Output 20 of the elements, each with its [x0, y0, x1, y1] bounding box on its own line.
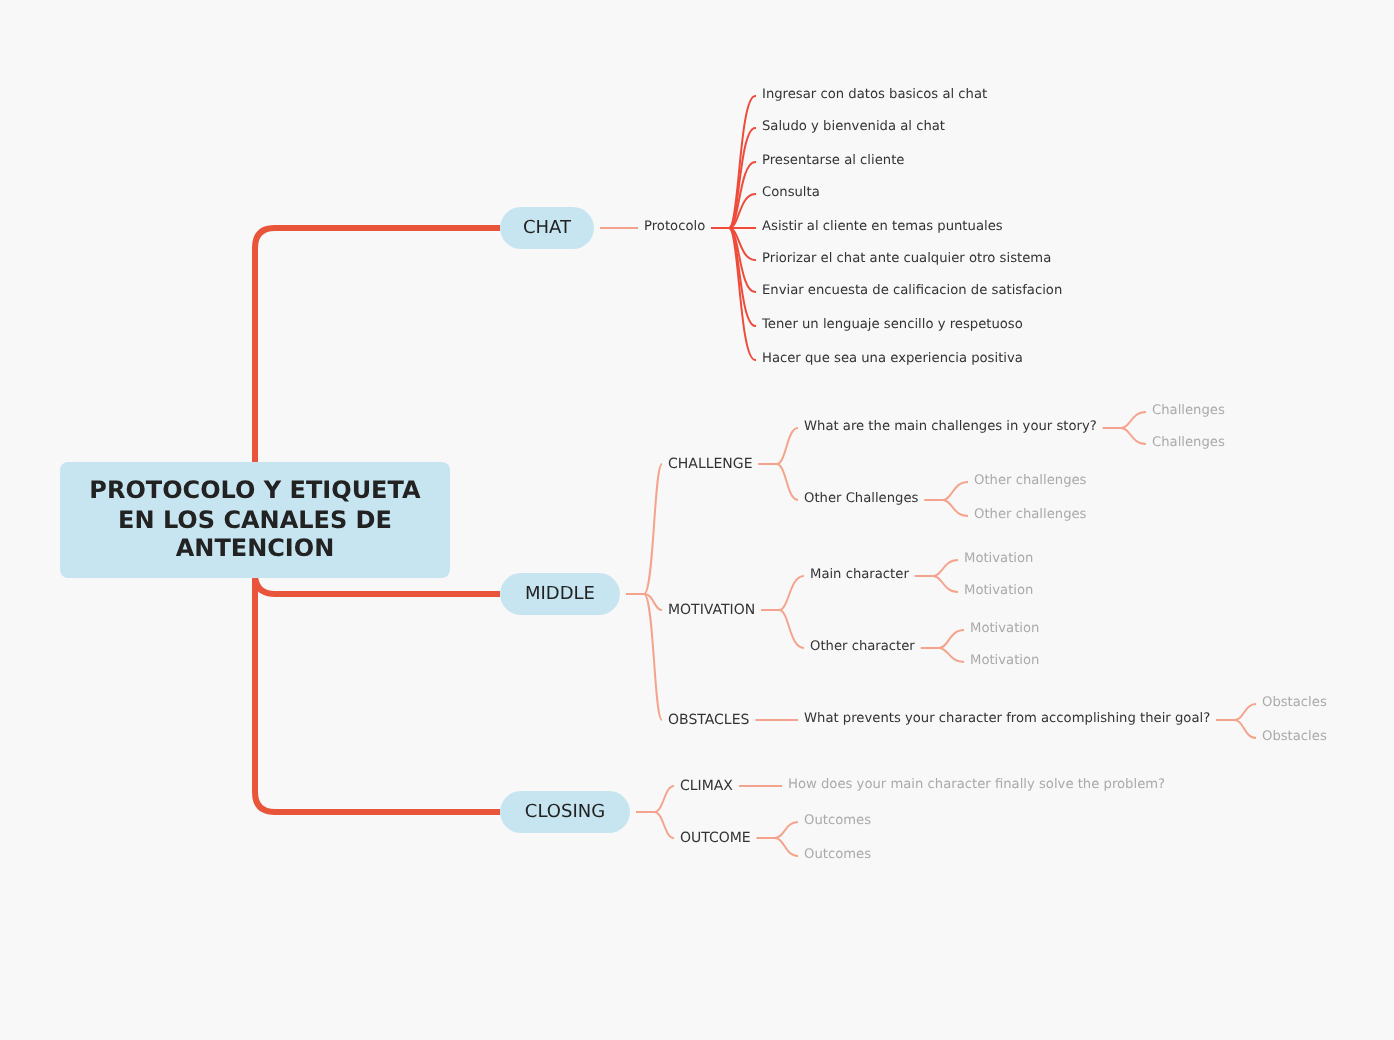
connector-line	[625, 593, 663, 721]
connector-line	[913, 575, 959, 593]
connector-line	[760, 609, 805, 649]
connector-line	[1215, 719, 1257, 739]
connector-line	[635, 811, 675, 839]
connector-line	[754, 719, 799, 721]
connector-line	[737, 785, 783, 787]
connector-line	[919, 647, 965, 663]
connector-line	[1101, 427, 1147, 445]
connector-line	[755, 837, 799, 857]
connector-line	[252, 225, 500, 462]
connector-line	[599, 227, 639, 229]
connector-line	[923, 499, 969, 517]
connector-line	[252, 578, 500, 815]
central-topic: PROTOCOLO Y ETIQUETA EN LOS CANALES DE ANTENCION	[60, 462, 450, 578]
branch-topic: MIDDLE	[500, 573, 620, 615]
connector-line	[757, 463, 799, 501]
branch-topic: CLOSING	[500, 791, 630, 833]
connector-line	[710, 227, 757, 361]
branch-topic: CHAT	[500, 207, 594, 249]
